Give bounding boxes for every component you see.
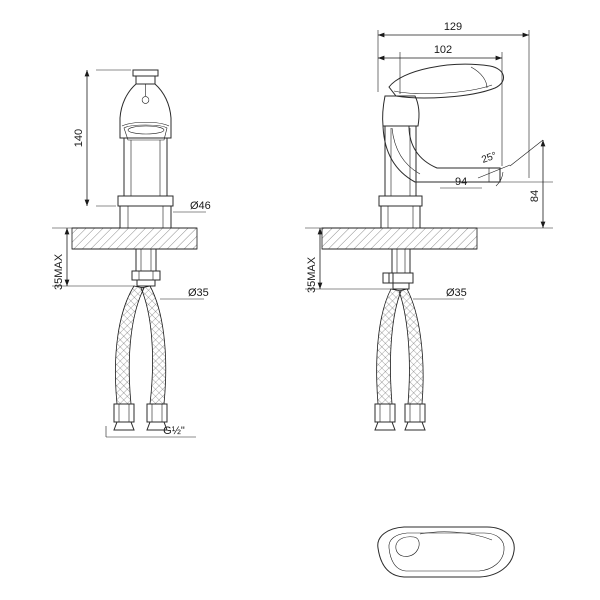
left-view-group: 140 Ø46 35MAX Ø35 [52, 69, 211, 438]
dim-label-right-spout-length: 102 [434, 44, 452, 56]
right-shank-assembly [382, 248, 414, 290]
right-mixer-body [378, 63, 504, 229]
dim-right-spout-height: 94 [440, 176, 482, 189]
dim-right-spout-length: 102 [378, 44, 503, 166]
dim-label-left-thread: G½" [163, 425, 185, 437]
right-deck-slab [321, 227, 478, 250]
dim-left-max-thickness: 35MAX [52, 227, 134, 290]
dim-label-left-shank-diameter: Ø35 [188, 287, 209, 299]
dim-left-base-diameter: Ø46 [173, 200, 211, 213]
dim-label-right-outlet-angle: 25° [480, 150, 498, 166]
left-flexible-hoses [113, 285, 168, 431]
dim-right-outlet-angle: 25° [477, 150, 511, 187]
dim-label-left-base-diameter: Ø46 [190, 200, 211, 212]
left-shank-assembly [131, 248, 161, 287]
dim-right-outlet-height: 84 [477, 139, 553, 229]
dim-left-height: 140 [73, 69, 131, 207]
right-view-group: 129 102 94 25° [305, 21, 553, 431]
dim-right-shank-diameter: Ø35 [413, 287, 467, 300]
dim-label-right-overall-length: 129 [444, 21, 462, 33]
dim-label-left-max-thickness: 35MAX [53, 253, 65, 290]
dim-right-overall-length: 129 [377, 21, 530, 178]
dim-left-thread: G½" [105, 425, 196, 438]
dim-label-right-max-thickness: 35MAX [306, 256, 318, 293]
lever-handle-detail [377, 526, 515, 578]
dim-label-right-spout-height: 94 [455, 176, 467, 188]
dim-label-right-shank-diameter: Ø35 [446, 287, 467, 299]
left-tap-body [117, 69, 174, 229]
right-flexible-hoses [374, 288, 426, 431]
left-deck-slab [71, 227, 198, 250]
dim-left-shank-diameter: Ø35 [160, 287, 209, 300]
dim-right-max-thickness: 35MAX [305, 227, 391, 293]
dim-label-right-outlet-height: 84 [529, 190, 541, 202]
dim-label-left-height: 140 [73, 129, 85, 147]
